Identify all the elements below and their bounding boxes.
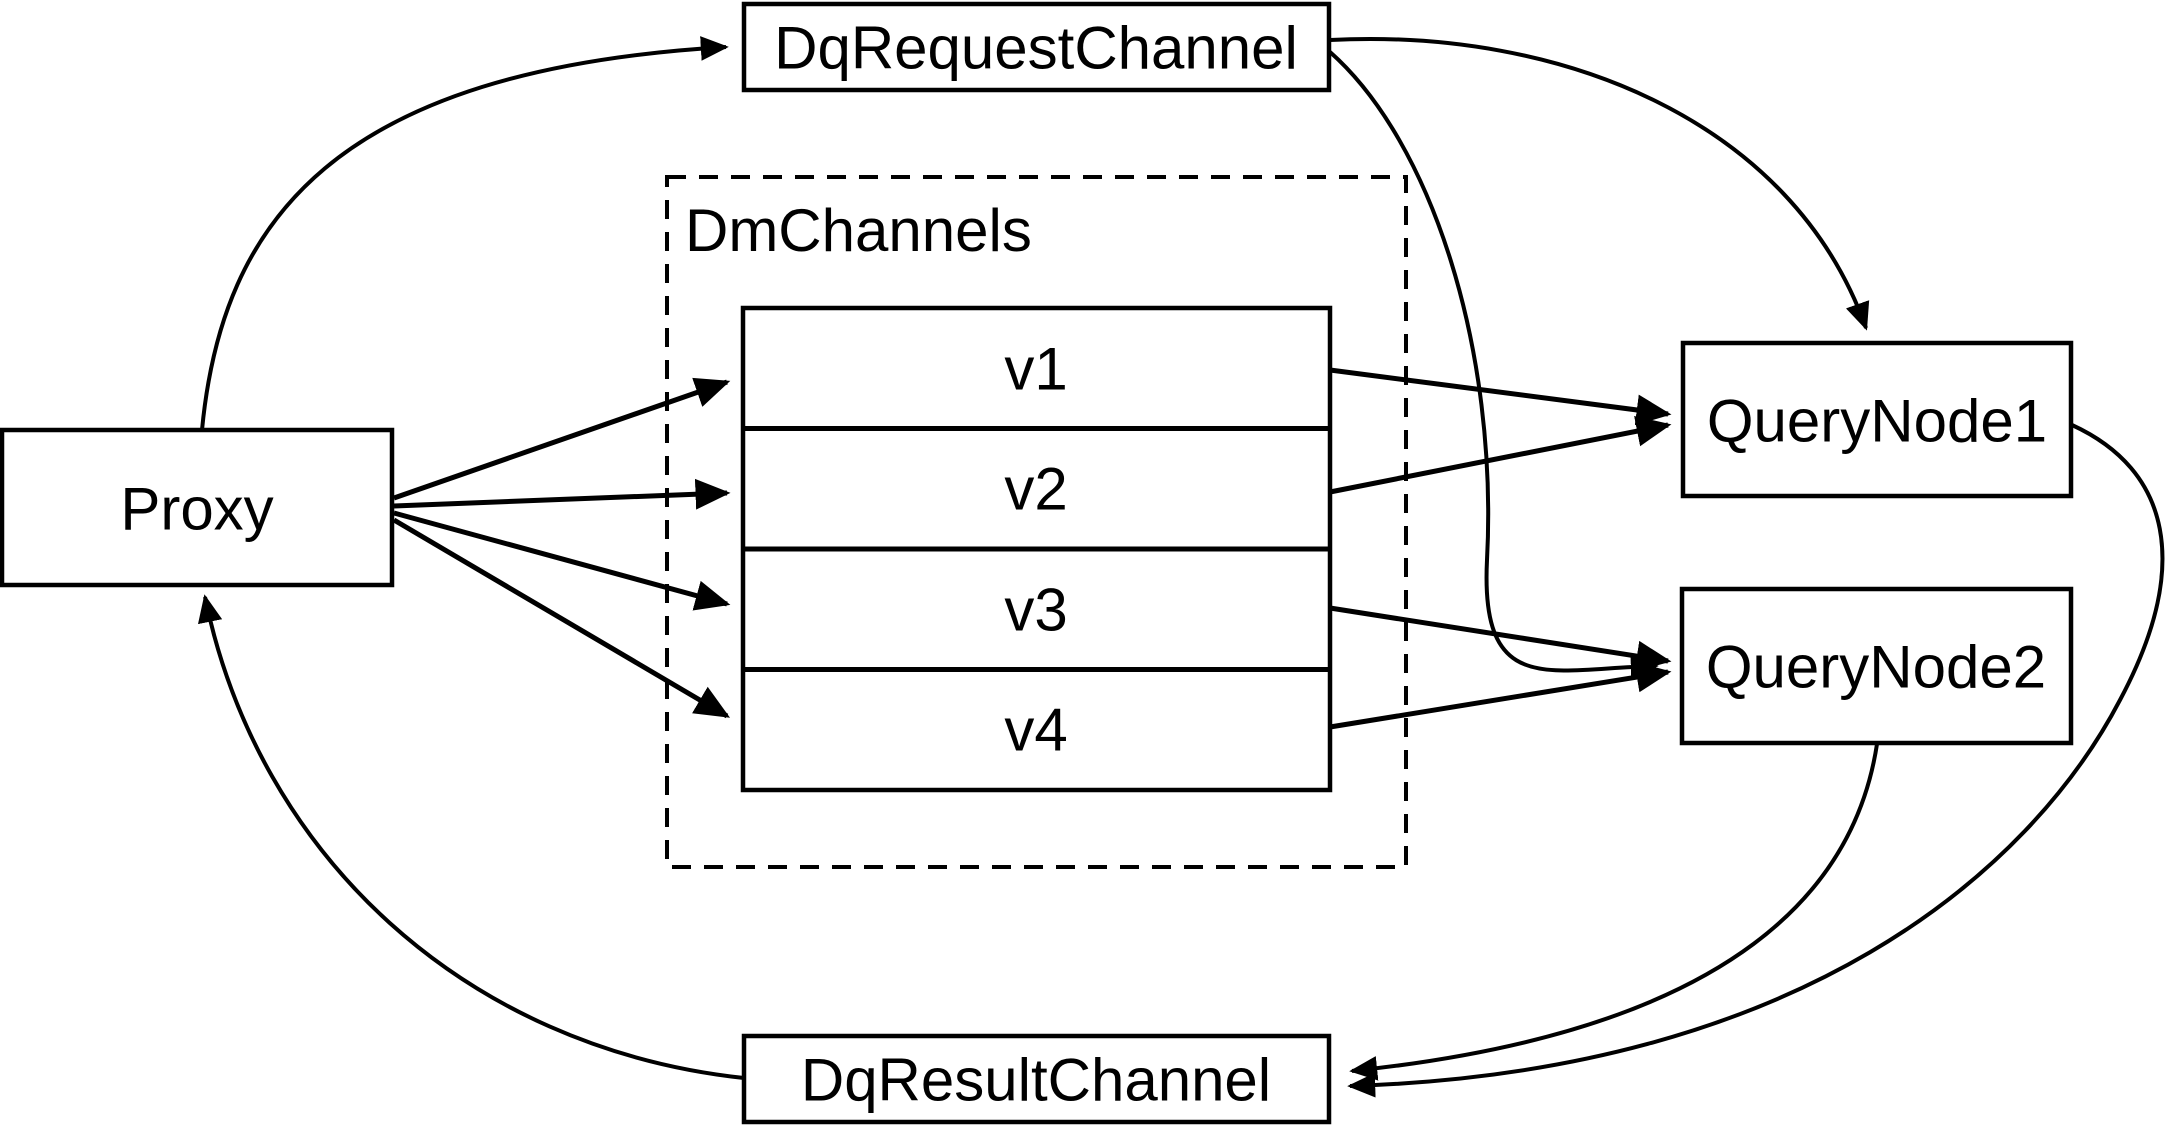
query-node-2-label: QueryNode2 (1706, 634, 2046, 701)
channel-stack: v1 v2 v3 v4 (740, 305, 1333, 793)
edge-proxy-to-dqrequestchannel (200, 36, 729, 431)
dm-channels-group: DmChannels v1 v2 v3 v4 (665, 175, 1408, 869)
edge-proxy-to-v3 (393, 510, 731, 611)
dq-request-channel-box (741, 1, 1332, 93)
edge-querynode2-to-dqresultchannel (1349, 743, 1879, 1081)
edge-dqresultchannel-to-proxy (198, 594, 745, 1080)
proxy-box (0, 427, 395, 588)
node-dq-result-channel: DqResultChannel (741, 1033, 1332, 1125)
dq-result-channel-box (741, 1033, 1332, 1125)
channel-v3-label: v3 (1004, 577, 1067, 644)
edge-v4-to-querynode2 (1329, 661, 1672, 730)
edge-v1-to-querynode1 (1329, 367, 1672, 426)
query-node-1-label: QueryNode1 (1707, 388, 2047, 455)
edge-querynode1-to-dqresultchannel (1347, 423, 2165, 1098)
dq-request-channel-label: DqRequestChannel (774, 15, 1298, 82)
channel-v2-label: v2 (1004, 456, 1067, 523)
query-node-1-box (1680, 340, 2074, 499)
edge-dqrequestchannel-to-querynode2 (1328, 50, 1659, 679)
edge-proxy-to-v2 (393, 478, 731, 510)
proxy-label: Proxy (120, 476, 273, 543)
channel-v1-label: v1 (1004, 336, 1067, 403)
edges-layer (198, 36, 2165, 1098)
edge-proxy-to-v4 (392, 517, 731, 719)
dq-result-channel-label: DqResultChannel (801, 1047, 1271, 1114)
node-dq-request-channel: DqRequestChannel (741, 1, 1332, 93)
node-query-node-2: QueryNode2 (1679, 586, 2074, 746)
edge-v3-to-querynode2 (1329, 605, 1672, 672)
edge-v2-to-querynode1 (1329, 416, 1672, 495)
node-query-node-1: QueryNode1 (1680, 340, 2074, 499)
dm-channels-label: DmChannels (685, 197, 1032, 264)
query-node-2-box (1679, 586, 2074, 746)
node-proxy: Proxy (0, 427, 395, 588)
edge-dqrequestchannel-to-querynode1 (1329, 37, 1870, 331)
dm-channels-dashed-border (665, 175, 1408, 869)
edge-proxy-to-v1 (393, 377, 731, 501)
channel-v4-label: v4 (1004, 697, 1067, 764)
